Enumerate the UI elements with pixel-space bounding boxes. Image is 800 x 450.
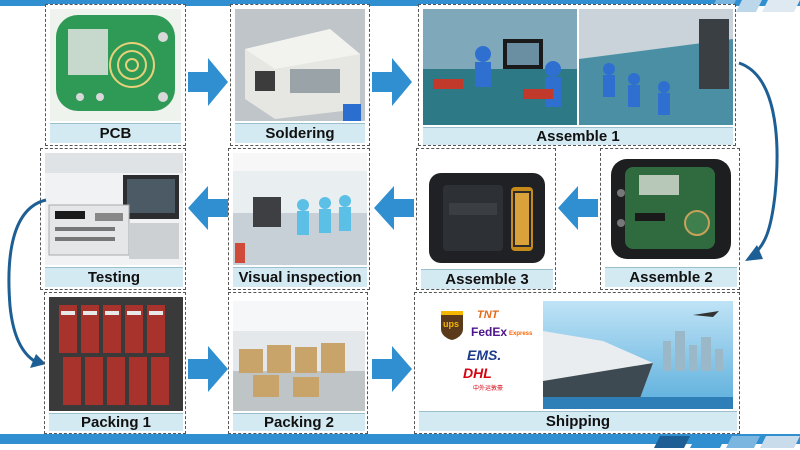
arrow-packing2-to-shipping	[372, 346, 412, 392]
ems-logo-text: EMS.	[467, 347, 502, 363]
ups-logo-text: ups	[443, 319, 460, 329]
ups-logo-icon	[441, 311, 463, 340]
arrow-testing-to-packing1	[7, 198, 47, 368]
carrier-logos: ups TNT FedEx Express EMS. DHL 中外运敦豪	[437, 303, 537, 401]
step-pcb: PCB	[45, 4, 186, 146]
dhl-logo-text: DHL	[463, 365, 492, 381]
shipping-label: Shipping	[419, 411, 737, 431]
step-packing2: Packing 2	[228, 292, 368, 434]
step-assemble3: Assemble 3	[416, 148, 556, 290]
pcb-photo	[50, 9, 181, 121]
testing-label: Testing	[45, 267, 183, 287]
pcb-label: PCB	[50, 123, 181, 143]
shipping-ship-photo	[543, 301, 733, 409]
assemble3-label: Assemble 3	[421, 269, 553, 289]
assemble3-photo	[421, 169, 553, 269]
dhl-sub-text: 中外运敦豪	[473, 386, 504, 392]
assemble1-label: Assemble 1	[423, 127, 733, 145]
step-soldering: Soldering	[230, 4, 370, 146]
arrow-pcb-to-soldering	[188, 58, 228, 106]
soldering-photo	[235, 9, 365, 121]
arrow-visual-to-testing	[188, 186, 228, 230]
packing2-label: Packing 2	[233, 413, 365, 431]
testing-photo	[45, 153, 183, 265]
assemble2-photo	[605, 153, 737, 265]
bottom-stripes-decoration	[654, 436, 800, 448]
assemble2-label: Assemble 2	[605, 267, 737, 287]
packing1-photo	[49, 297, 183, 411]
step-assemble1: Assemble 1	[418, 4, 736, 146]
assemble1-photo-left	[423, 9, 577, 125]
tnt-logo-text: TNT	[477, 309, 499, 321]
top-accent-bar	[0, 0, 800, 6]
packing2-photo	[233, 301, 365, 411]
arrow-packing1-to-packing2	[188, 346, 228, 392]
step-testing: Testing	[40, 148, 186, 290]
assemble1-photo-right	[579, 9, 733, 125]
soldering-label: Soldering	[235, 123, 365, 143]
fedex-logo-text: FedEx	[471, 325, 508, 339]
arrow-assemble1-to-assemble2	[738, 61, 779, 261]
visual-inspection-label: Visual inspection	[233, 267, 367, 287]
arrow-assemble3-to-visual	[374, 186, 414, 230]
arrow-assemble2-to-assemble3	[558, 186, 598, 230]
step-assemble2: Assemble 2	[600, 148, 740, 290]
arrow-soldering-to-assemble1	[372, 58, 412, 106]
visual-inspection-photo	[233, 153, 367, 265]
step-packing1: Packing 1	[44, 292, 186, 434]
step-visual-inspection: Visual inspection	[228, 148, 370, 290]
step-shipping: ups TNT FedEx Express EMS. DHL 中外运敦豪	[414, 292, 740, 434]
bottom-accent-bar	[0, 434, 800, 444]
packing1-label: Packing 1	[49, 413, 183, 431]
fedex-sub-text: Express	[509, 331, 533, 337]
